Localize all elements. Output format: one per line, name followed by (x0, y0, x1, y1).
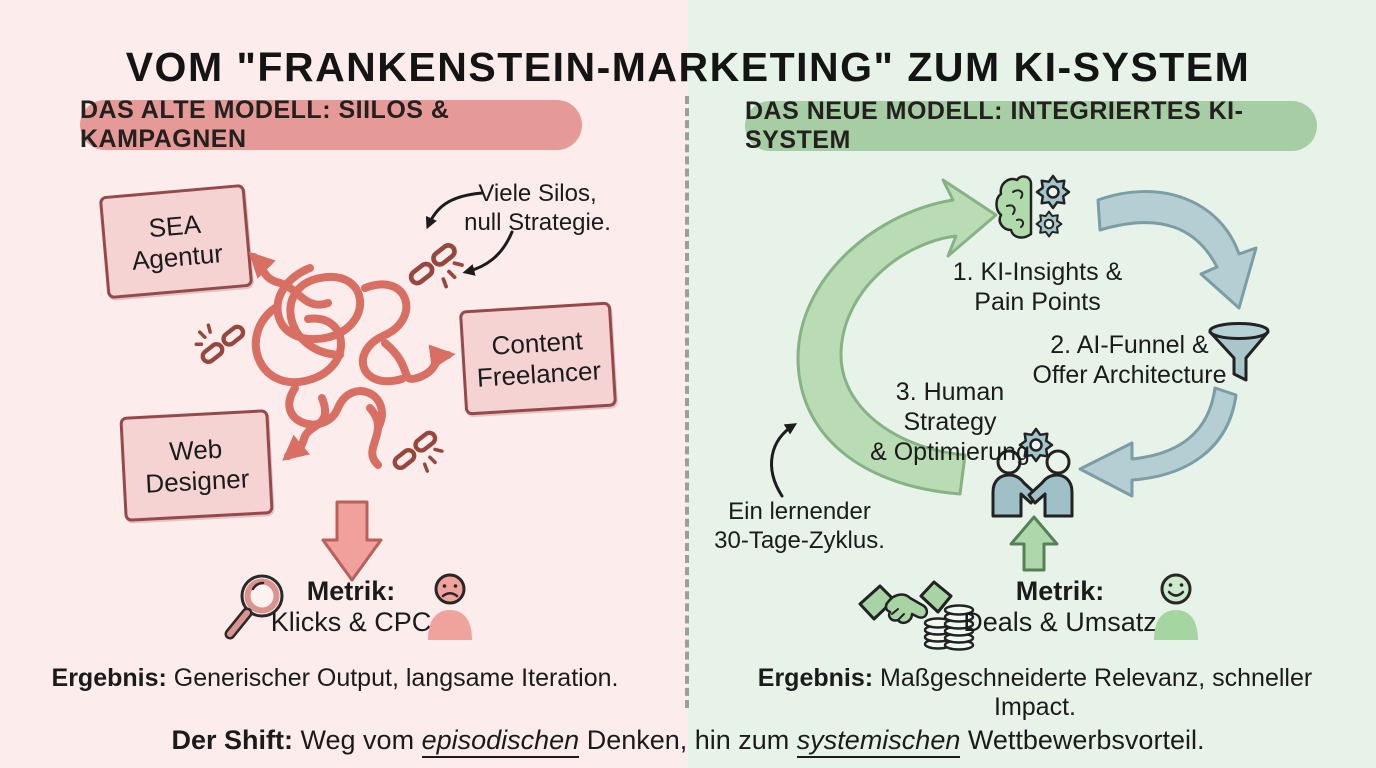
footer-label: Der Shift: (171, 725, 294, 755)
up-block-arrow-icon (1009, 515, 1059, 572)
people-handshake-gear-icon (991, 427, 1074, 518)
footer-shift-statement: Der Shift: Weg vom episodischen Denken, … (0, 725, 1376, 758)
right-model-header: DAS NEUE MODELL: INTEGRIERTES KI-SYSTEM (745, 97, 1317, 154)
left-metric-label: Metrik: (306, 576, 396, 606)
step-1-label: 1. KI-Insights & Pain Points (952, 258, 1123, 316)
silo-box-content-freelancer: Content Freelancer (458, 301, 618, 416)
broken-chain-icon (408, 243, 464, 289)
magnifier-icon (224, 574, 284, 640)
step-3-label: 3. Human Strategy & Optimierung (870, 378, 1030, 466)
right-result-label: Ergebnis: (757, 664, 874, 692)
brain-gears-icon (995, 174, 1071, 239)
step-2-label: 2. AI-Funnel & Offer Architecture (1032, 331, 1227, 389)
silos-annotation: Viele Silos, null Strategie. (464, 180, 611, 236)
cycle-note: Ein lernender 30-Tage-Zyklus. (714, 498, 885, 554)
panel-divider (685, 96, 689, 708)
left-result-label: Ergebnis: (51, 664, 167, 692)
handshake-icon (858, 580, 953, 625)
right-result-text: Maßgeschneiderte Relevanz, schneller Imp… (873, 664, 1313, 721)
footer-emphasis-systemisch: systemischen (796, 725, 961, 758)
right-metric: Metrik: Deals & Umsatz (962, 576, 1158, 638)
cycle-arrows-icon (796, 178, 1258, 498)
footer-emphasis-episodisch: episodischen (421, 725, 580, 758)
right-result: Ergebnis: Maßgeschneiderte Relevanz, sch… (735, 664, 1335, 722)
coins-icon (923, 604, 975, 651)
funnel-icon (1208, 322, 1270, 382)
happy-user-icon (1154, 573, 1198, 640)
page-title: VOM "FRANKENSTEIN-MARKETING" ZUM KI-SYST… (125, 44, 1251, 90)
sad-user-icon (428, 573, 472, 640)
down-block-arrow-icon (321, 500, 383, 582)
left-model-header: DAS ALTE MODELL: SIILOS & KAMPAGNEN (80, 96, 582, 153)
broken-chain-icon (392, 430, 444, 473)
left-metric-value: Klicks & CPC (270, 607, 432, 637)
left-metric: Metrik: Klicks & CPC (268, 576, 434, 638)
left-result: Ergebnis: Generischer Output, langsame I… (40, 664, 630, 693)
left-result-text: Generischer Output, langsame Iteration. (166, 664, 619, 692)
right-metric-label: Metrik: (1015, 576, 1105, 606)
tangle-icon (248, 251, 456, 469)
broken-chain-icon (194, 323, 246, 365)
right-metric-value: Deals & Umsatz (963, 607, 1157, 637)
